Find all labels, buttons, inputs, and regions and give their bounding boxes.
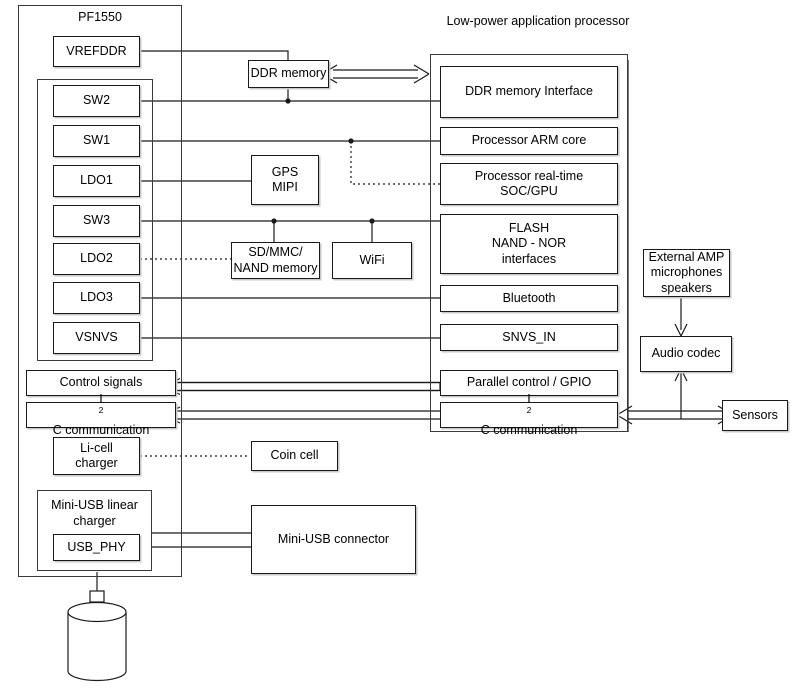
arrow-ddr-to-processor [321,64,430,84]
pmic-outer-boundary [18,5,182,577]
block-ddr-memory-label: DDR memory [250,66,327,81]
block-sdmmc-label-2: NAND memory [233,260,318,275]
block-usb-phy[interactable]: USB_PHY [53,534,140,561]
block-ldo3[interactable]: LDO3 [53,282,140,314]
block-parallel-control-gpio-label: Parallel control / GPIO [466,375,592,390]
block-li-cell-charger-label-1: Li-cell [80,440,113,455]
processor-outer-boundary [430,54,628,432]
mini-usb-charger-label-1: Mini-USB [51,498,104,512]
block-flash-label-1: FLASH [508,221,550,236]
arrow-i2c-to-sensors [616,405,734,425]
block-processor-realtime-soc-gpu[interactable]: Processor real-time SOC/GPU [440,163,618,205]
arrow-amp-to-codec [674,297,688,338]
block-coin-cell[interactable]: Coin cell [251,441,338,471]
block-gps-mipi-label-2: MIPI [272,180,298,194]
block-snvs-in[interactable]: SNVS_IN [440,324,618,351]
block-ldo2[interactable]: LDO2 [53,243,140,275]
block-processor-arm-core[interactable]: Processor ARM core [440,127,618,155]
processor-title-line2: processor [574,14,630,28]
block-external-amp-label-1: External AMP [648,250,725,265]
block-bluetooth[interactable]: Bluetooth [440,285,618,312]
block-external-amp-label-2: microphones [650,265,723,280]
block-control-signals-label: Control signals [59,375,143,390]
block-vsnvs[interactable]: VSNVS [53,322,140,354]
block-vrefddr[interactable]: VREFDDR [53,36,140,67]
block-processor-arm-core-label: Processor ARM core [471,133,587,148]
block-ldo1[interactable]: LDO1 [53,165,140,197]
block-external-amp-label-3: speakers [661,280,712,295]
block-soc-gpu-label-1: Processor real-time [474,168,584,183]
block-audio-codec-label: Audio codec [651,346,721,361]
block-control-signals[interactable]: Control signals [26,370,176,396]
regulator-group-boundary [37,79,153,361]
block-audio-codec[interactable]: Audio codec [640,336,732,372]
block-sw1[interactable]: SW1 [53,125,140,157]
block-soc-gpu-label-2: SOC/GPU [500,184,558,198]
battery-cylinder [67,590,127,682]
block-flash-label-2: NAND - NOR [491,236,567,251]
block-sw3[interactable]: SW3 [53,205,140,237]
block-sw2[interactable]: SW2 [53,85,140,117]
block-sw3-label: SW3 [82,213,111,228]
block-li-cell-charger-label-2: charger [75,456,118,470]
block-sw1-label: SW1 [82,133,111,148]
block-gps-mipi[interactable]: GPS MIPI [251,155,319,205]
arrow-control-signals [163,377,441,396]
wire-dotted-to-soc-gpu [350,141,440,185]
wire-vrefddr-to-ddr [140,50,289,61]
block-bluetooth-label: Bluetooth [502,290,556,305]
block-ddr-memory-interface-label: DDR memory Interface [465,84,593,99]
block-sdmmc-label-1: SD/MMC/ [248,245,303,260]
block-sw2-label: SW2 [82,93,111,108]
block-wifi[interactable]: WiFi [332,242,412,279]
block-vsnvs-label: VSNVS [75,330,118,345]
pmic-title: PF1550 [78,10,122,24]
block-ldo1-label: LDO1 [80,173,113,188]
block-sd-mmc-nand-memory[interactable]: SD/MMC/ NAND memory [231,242,320,279]
processor-title-line1: Low-power application [446,14,571,28]
block-mini-usb-linear-charger-label: Mini-USB linear charger [37,498,152,529]
block-wifi-label: WiFi [359,252,385,267]
block-coin-cell-label: Coin cell [270,448,319,463]
block-ldo2-label: LDO2 [80,251,113,266]
block-usb-phy-label: USB_PHY [67,539,126,554]
block-ddr-memory[interactable]: DDR memory [248,60,329,88]
arrow-i2c-pmic-processor [163,406,440,424]
block-parallel-control-gpio[interactable]: Parallel control / GPIO [440,370,618,396]
block-sensors[interactable]: Sensors [722,400,788,431]
block-sensors-label: Sensors [732,407,778,422]
block-flash-label-3: interfaces [501,251,557,266]
block-ldo3-label: LDO3 [80,290,113,305]
block-ddr-memory-interface[interactable]: DDR memory Interface [440,66,618,118]
block-li-cell-charger[interactable]: Li-cell charger [53,437,140,475]
processor-title: Low-power application processor [443,14,633,30]
mini-usb-charger-label-2: linear charger [73,498,138,528]
block-external-amp[interactable]: External AMP microphones speakers [643,249,730,297]
block-mini-usb-connector[interactable]: Mini-USB connector [251,505,416,574]
block-gps-mipi-label-1: GPS [271,164,299,179]
block-snvs-in-label: SNVS_IN [502,329,556,344]
block-vrefddr-label: VREFDDR [66,43,127,58]
arrow-i2c-to-codec [674,367,688,415]
block-flash-nand-nor-interfaces[interactable]: FLASH NAND - NOR interfaces [440,214,618,274]
block-mini-usb-connector-label: Mini-USB connector [277,531,390,546]
